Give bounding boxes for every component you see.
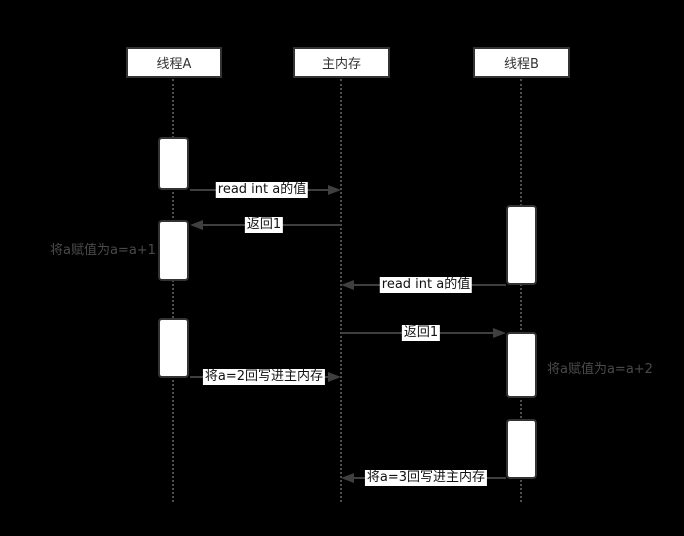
message-3-arrowhead-left-icon	[341, 280, 354, 290]
annotation-thread-b[interactable]: 将a赋值为a=a+2	[547, 362, 653, 377]
participant-main-memory-label: 主内存	[321, 57, 361, 72]
message-6-label[interactable]: 将a=3回写进主内存	[364, 470, 488, 486]
activation-thread-a-1[interactable]	[158, 137, 189, 190]
message-3-label[interactable]: read int a的值	[379, 277, 473, 293]
participant-thread-b[interactable]: 线程B	[473, 47, 570, 78]
lifeline-thread-b	[520, 79, 522, 502]
activation-thread-a-2[interactable]	[158, 220, 189, 281]
annotation-thread-a[interactable]: 将a赋值为a=a+1	[50, 243, 156, 258]
message-4-arrowhead-right-icon	[493, 328, 506, 338]
participant-thread-a[interactable]: 线程A	[126, 47, 222, 78]
message-4-label[interactable]: 返回1	[401, 325, 441, 341]
message-6-arrowhead-left-icon	[341, 473, 354, 483]
activation-thread-b-3[interactable]	[506, 419, 537, 479]
participant-thread-b-label: 线程B	[504, 57, 539, 72]
activation-thread-b-1[interactable]	[506, 205, 537, 285]
message-2-label[interactable]: 返回1	[244, 217, 284, 233]
activation-thread-b-2[interactable]	[506, 332, 537, 398]
message-2-arrowhead-left-icon	[190, 220, 203, 230]
message-5-arrowhead-right-icon	[328, 372, 341, 382]
participant-main-memory[interactable]: 主内存	[293, 47, 390, 78]
participant-thread-a-label: 线程A	[156, 57, 192, 72]
activation-thread-a-3[interactable]	[158, 318, 189, 378]
message-5-label[interactable]: 将a=2回写进主内存	[202, 369, 326, 385]
lifeline-main-memory	[340, 79, 342, 502]
message-1-arrowhead-right-icon	[328, 185, 341, 195]
lifeline-thread-a	[172, 79, 174, 502]
message-1-label[interactable]: read int a的值	[215, 182, 309, 198]
